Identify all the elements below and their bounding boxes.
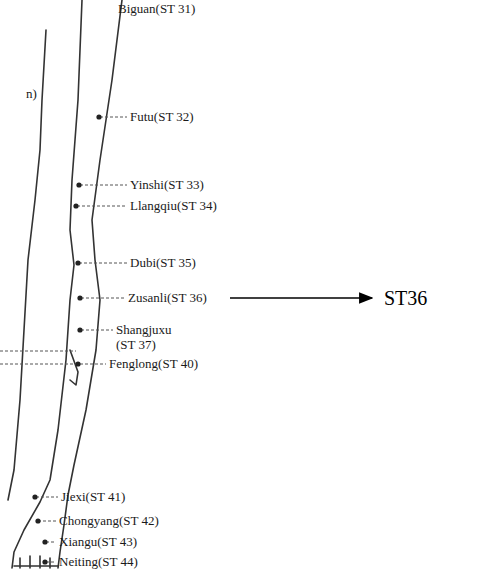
leg-outline [12, 0, 82, 568]
leader-line [81, 330, 113, 331]
point-label: Fenglong(ST 40) [109, 356, 198, 371]
acupoint-dot [42, 559, 47, 564]
point-label: Jiexi(ST 41) [61, 489, 125, 504]
point-label: Shangjuxu (ST 37) [116, 322, 188, 352]
toe-line [20, 556, 50, 568]
point-label: Xiangu(ST 43) [59, 534, 137, 549]
leader-line [80, 185, 127, 186]
point-label: Biguan(ST 31) [118, 1, 195, 16]
point-label: Chongyang(ST 42) [59, 513, 159, 528]
acupoint-dot [76, 182, 81, 187]
pointer-arrow [230, 297, 372, 299]
acupoint-dot [96, 114, 101, 119]
mark-label: n) [26, 86, 37, 101]
point-label: Llangqiu(ST 34) [130, 198, 217, 213]
acupoint-dot [32, 494, 37, 499]
ankle-bone [70, 350, 78, 385]
acupoint-dot [42, 539, 47, 544]
acupoint-dot [77, 295, 82, 300]
point-label: Dubi(ST 35) [130, 255, 196, 270]
leader-line [79, 263, 127, 264]
leader-line [100, 117, 127, 118]
acupoint-dot [77, 327, 82, 332]
leader-line [0, 351, 76, 352]
point-label: Neiting(ST 44) [59, 554, 138, 569]
leg-outline [8, 30, 46, 500]
point-label: Zusanli(ST 36) [128, 290, 207, 305]
acupoint-dot [73, 203, 78, 208]
callout-label: ST36 [384, 287, 427, 309]
acupoint-dot [75, 361, 80, 366]
acupoint-dot [35, 518, 40, 523]
leader-line [77, 206, 127, 207]
leader-line [81, 298, 125, 299]
leader-line [38, 521, 56, 522]
leg-outline [58, 0, 122, 568]
acupoint-dot [75, 260, 80, 265]
leader-line [0, 364, 106, 365]
leader-line [36, 497, 58, 498]
point-label: Yinshi(ST 33) [130, 177, 204, 192]
point-label: Futu(ST 32) [130, 109, 194, 124]
